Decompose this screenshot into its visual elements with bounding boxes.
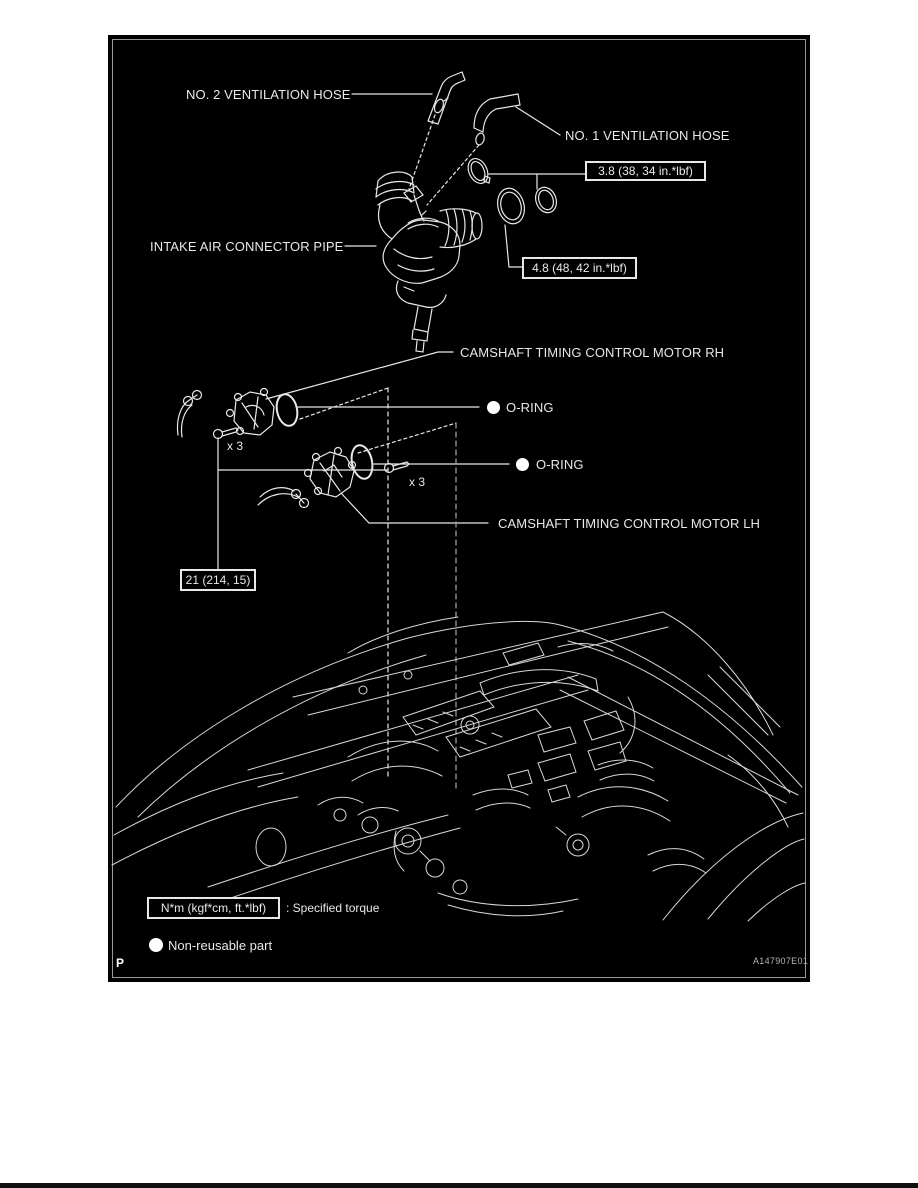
engine-bay-drawing — [111, 611, 806, 922]
label-oring-lh: O-RING — [536, 457, 584, 472]
legend-torque-desc: : Specified torque — [286, 901, 380, 915]
exploded-view-drawing — [111, 71, 806, 922]
hose-clamp-48 — [497, 187, 525, 225]
label-x3-lh: x 3 — [409, 475, 426, 489]
wire-connector-rh-drawing — [176, 389, 203, 438]
legend-non-reusable-label: Non-reusable part — [168, 938, 273, 953]
torque-box-48: 4.8 (48, 42 in.*lbf) — [522, 257, 637, 279]
leader-lines — [217, 93, 586, 570]
non-reusable-bullet-oring-lh — [516, 458, 529, 471]
label-no1-ventilation-hose: NO. 1 VENTILATION HOSE — [565, 128, 730, 143]
projection-dashed-lines — [299, 114, 480, 793]
page-marker: P — [116, 956, 125, 970]
non-reusable-bullet-oring-rh — [487, 401, 500, 414]
oring-rh-drawing — [275, 393, 299, 427]
torque-box-38: 3.8 (38, 34 in.*lbf) — [585, 161, 706, 181]
no1-ventilation-hose-drawing — [473, 93, 521, 146]
page-bottom-strip — [0, 1183, 918, 1188]
figure-frame: NO. 2 VENTILATION HOSE NO. 1 VENTILATION… — [108, 35, 810, 982]
camshaft-motor-lh-drawing — [303, 446, 357, 498]
label-x3-rh: x 3 — [227, 439, 244, 453]
label-no2-ventilation-hose: NO. 2 VENTILATION HOSE — [186, 87, 351, 102]
torque-box-21: 21 (214, 15) — [180, 569, 256, 591]
bolt-rh-drawing — [212, 427, 239, 440]
label-intake-air-connector-pipe: INTAKE AIR CONNECTOR PIPE — [150, 239, 344, 254]
figure-code: A147907E01 — [753, 956, 809, 966]
no2-ventilation-hose-drawing — [427, 71, 466, 125]
wire-connector-lh-drawing — [257, 487, 310, 509]
hose-clamp-38-b — [535, 186, 557, 214]
label-camshaft-motor-rh: CAMSHAFT TIMING CONTROL MOTOR RH — [460, 345, 725, 360]
camshaft-motor-rh-drawing — [225, 387, 275, 436]
legend-non-reusable-bullet — [149, 938, 163, 952]
intake-air-connector-pipe-drawing — [375, 171, 483, 353]
label-oring-rh: O-RING — [506, 400, 554, 415]
legend-torque-unit-box: N*m (kgf*cm, ft.*lbf) — [147, 897, 280, 919]
label-camshaft-motor-lh: CAMSHAFT TIMING CONTROL MOTOR LH — [498, 516, 761, 531]
hose-clamp-38-a — [467, 158, 491, 184]
oring-lh-drawing — [350, 444, 374, 480]
bolt-lh-drawing — [383, 461, 410, 474]
